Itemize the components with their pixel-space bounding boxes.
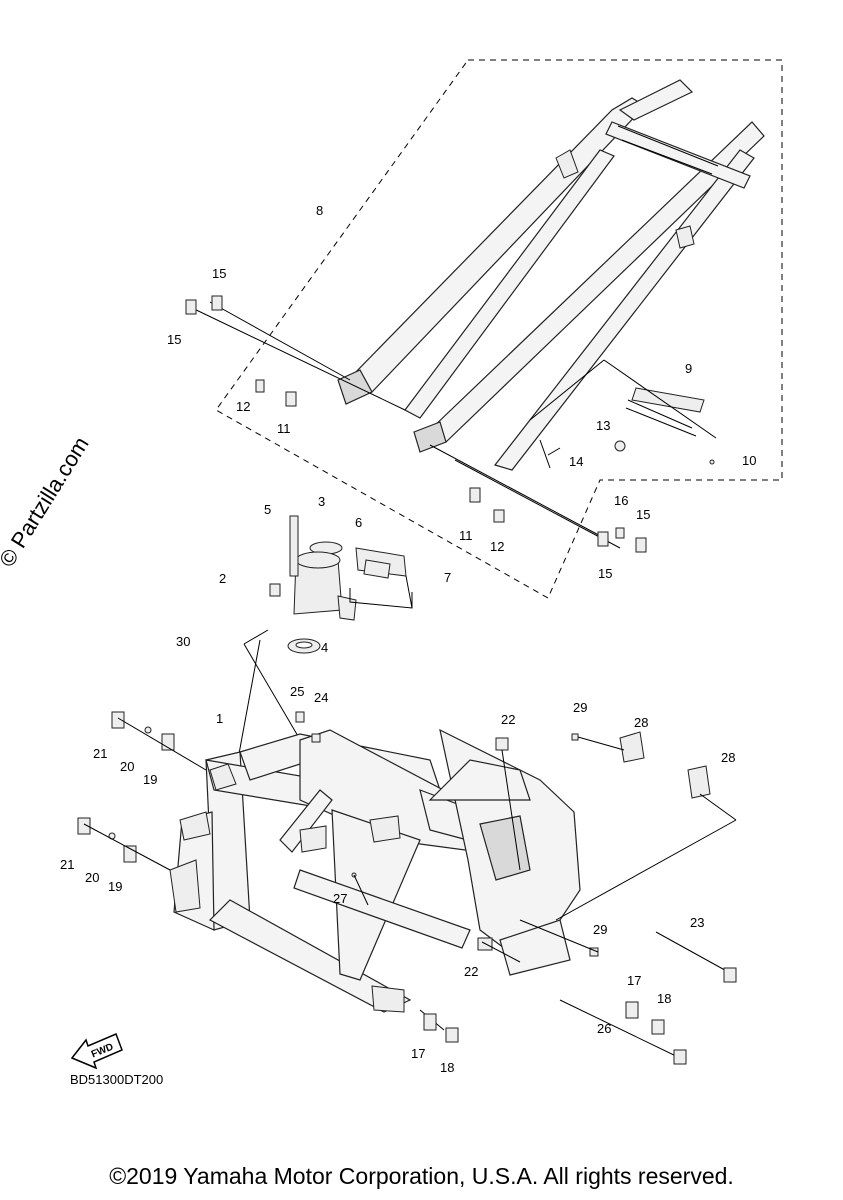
callout-15c: 15	[636, 507, 650, 522]
subframe-group-outline	[215, 59, 783, 599]
callout-29a: 29	[573, 700, 587, 715]
callout-17a: 17	[627, 973, 641, 988]
fwd-arrow-icon: FWD	[70, 1033, 123, 1070]
callout-15a: 15	[212, 266, 226, 281]
callout-6: 6	[355, 515, 362, 530]
callout-23: 23	[690, 915, 704, 930]
callout-24: 24	[314, 690, 328, 705]
callout-29b: 29	[593, 922, 607, 937]
callout-12a: 12	[236, 399, 250, 414]
frame-fasteners	[77, 711, 737, 1065]
callout-labels: 1 2 3 4 5 6 7 8 9 10 11 11 12 12 13 14 1…	[60, 203, 756, 1075]
callout-28b: 28	[721, 750, 735, 765]
copyright-notice: ©2019 Yamaha Motor Corporation, U.S.A. A…	[109, 1163, 734, 1189]
callout-11b: 11	[459, 528, 473, 543]
callout-30: 30	[176, 634, 190, 649]
callout-5: 5	[264, 502, 271, 517]
callout-7: 7	[444, 570, 451, 585]
callout-28a: 28	[634, 715, 648, 730]
callout-1: 1	[216, 711, 223, 726]
callout-21a: 21	[93, 746, 107, 761]
seat-bracket-part-9	[529, 359, 717, 469]
callout-15d: 15	[598, 566, 612, 581]
callout-13: 13	[596, 418, 610, 433]
callout-19b: 19	[108, 879, 122, 894]
callout-15b: 15	[167, 332, 181, 347]
main-frame	[169, 728, 581, 1013]
callout-10: 10	[742, 453, 756, 468]
subframe-mount-bolts	[185, 295, 647, 553]
callout-20a: 20	[120, 759, 134, 774]
rear-subframe	[337, 79, 765, 471]
callout-25: 25	[290, 684, 304, 699]
diagram-code: BD51300DT200	[70, 1072, 164, 1087]
callout-18b: 18	[440, 1060, 454, 1075]
callout-16: 16	[614, 493, 628, 508]
callout-18a: 18	[657, 991, 671, 1006]
callout-11a: 11	[277, 421, 291, 436]
callout-2: 2	[219, 571, 226, 586]
callout-19a: 19	[143, 772, 157, 787]
callout-12b: 12	[490, 539, 504, 554]
callout-26: 26	[597, 1021, 611, 1036]
steering-head-parts	[235, 515, 413, 771]
callout-4: 4	[321, 640, 328, 655]
callout-9: 9	[685, 361, 692, 376]
callout-22a: 22	[501, 712, 515, 727]
callout-20b: 20	[85, 870, 99, 885]
callout-21b: 21	[60, 857, 74, 872]
callout-14: 14	[569, 454, 583, 469]
callout-27: 27	[333, 891, 347, 906]
callout-22b: 22	[464, 964, 478, 979]
callout-3: 3	[318, 494, 325, 509]
callout-8: 8	[316, 203, 323, 218]
callout-17b: 17	[411, 1046, 425, 1061]
